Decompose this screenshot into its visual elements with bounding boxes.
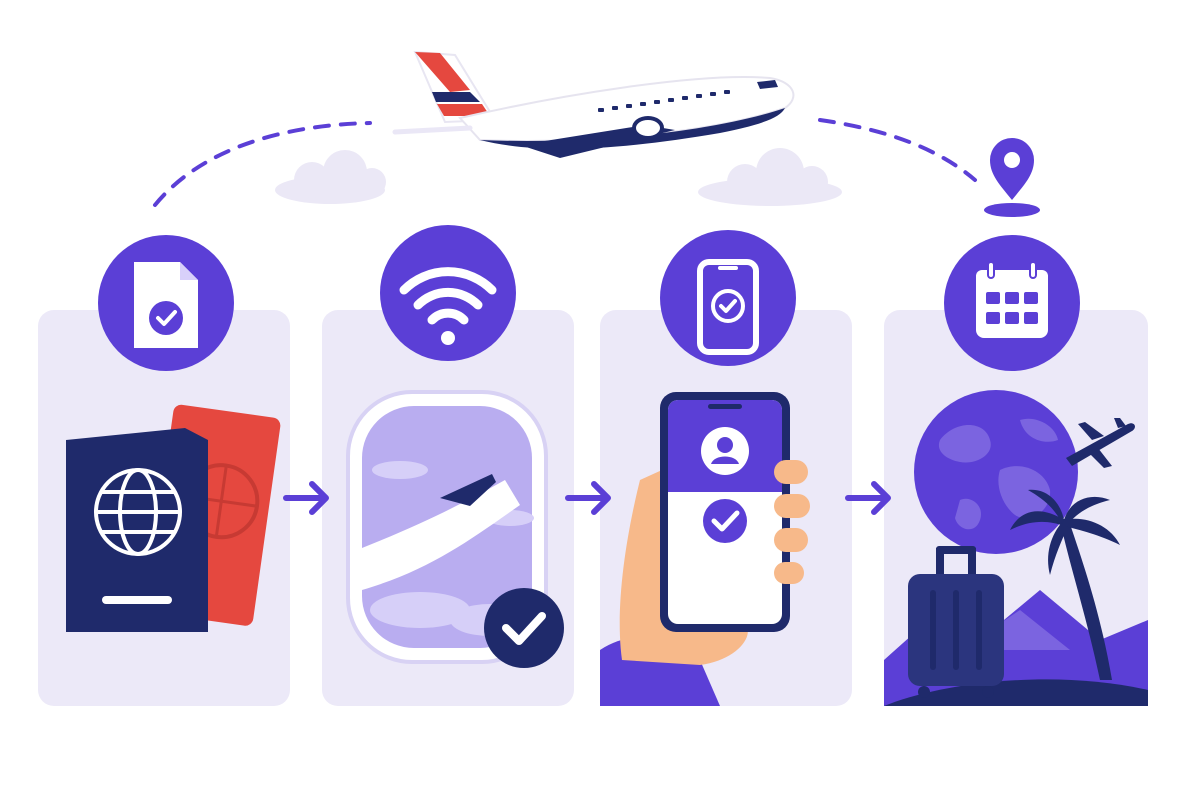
suitcase-illustration	[908, 546, 1004, 698]
destination-illustration	[884, 390, 1148, 706]
phone-check-icon	[660, 230, 796, 366]
location-pin-icon	[984, 138, 1040, 217]
dashed-flight-path-right	[818, 118, 977, 182]
cloud-left	[275, 150, 386, 204]
globe-illustration	[914, 390, 1078, 554]
calendar-icon	[944, 235, 1080, 371]
arrow-right-icon	[565, 481, 611, 515]
passports-illustration	[66, 404, 281, 632]
small-airplane-icon	[1066, 418, 1135, 468]
wifi-icon	[380, 225, 516, 361]
document-check-icon	[98, 235, 234, 371]
airplane-illustration	[392, 50, 795, 158]
palm-tree-illustration	[1010, 489, 1120, 680]
arrow-right-icon	[845, 481, 891, 515]
header	[153, 50, 1040, 217]
dashed-flight-path-left	[153, 121, 372, 207]
cloud-right	[698, 148, 842, 206]
airplane-window-illustration	[346, 390, 564, 668]
arrow-right-icon	[283, 481, 329, 515]
check-badge-icon	[484, 588, 564, 668]
hand-holding-phone-illustration	[600, 392, 810, 706]
